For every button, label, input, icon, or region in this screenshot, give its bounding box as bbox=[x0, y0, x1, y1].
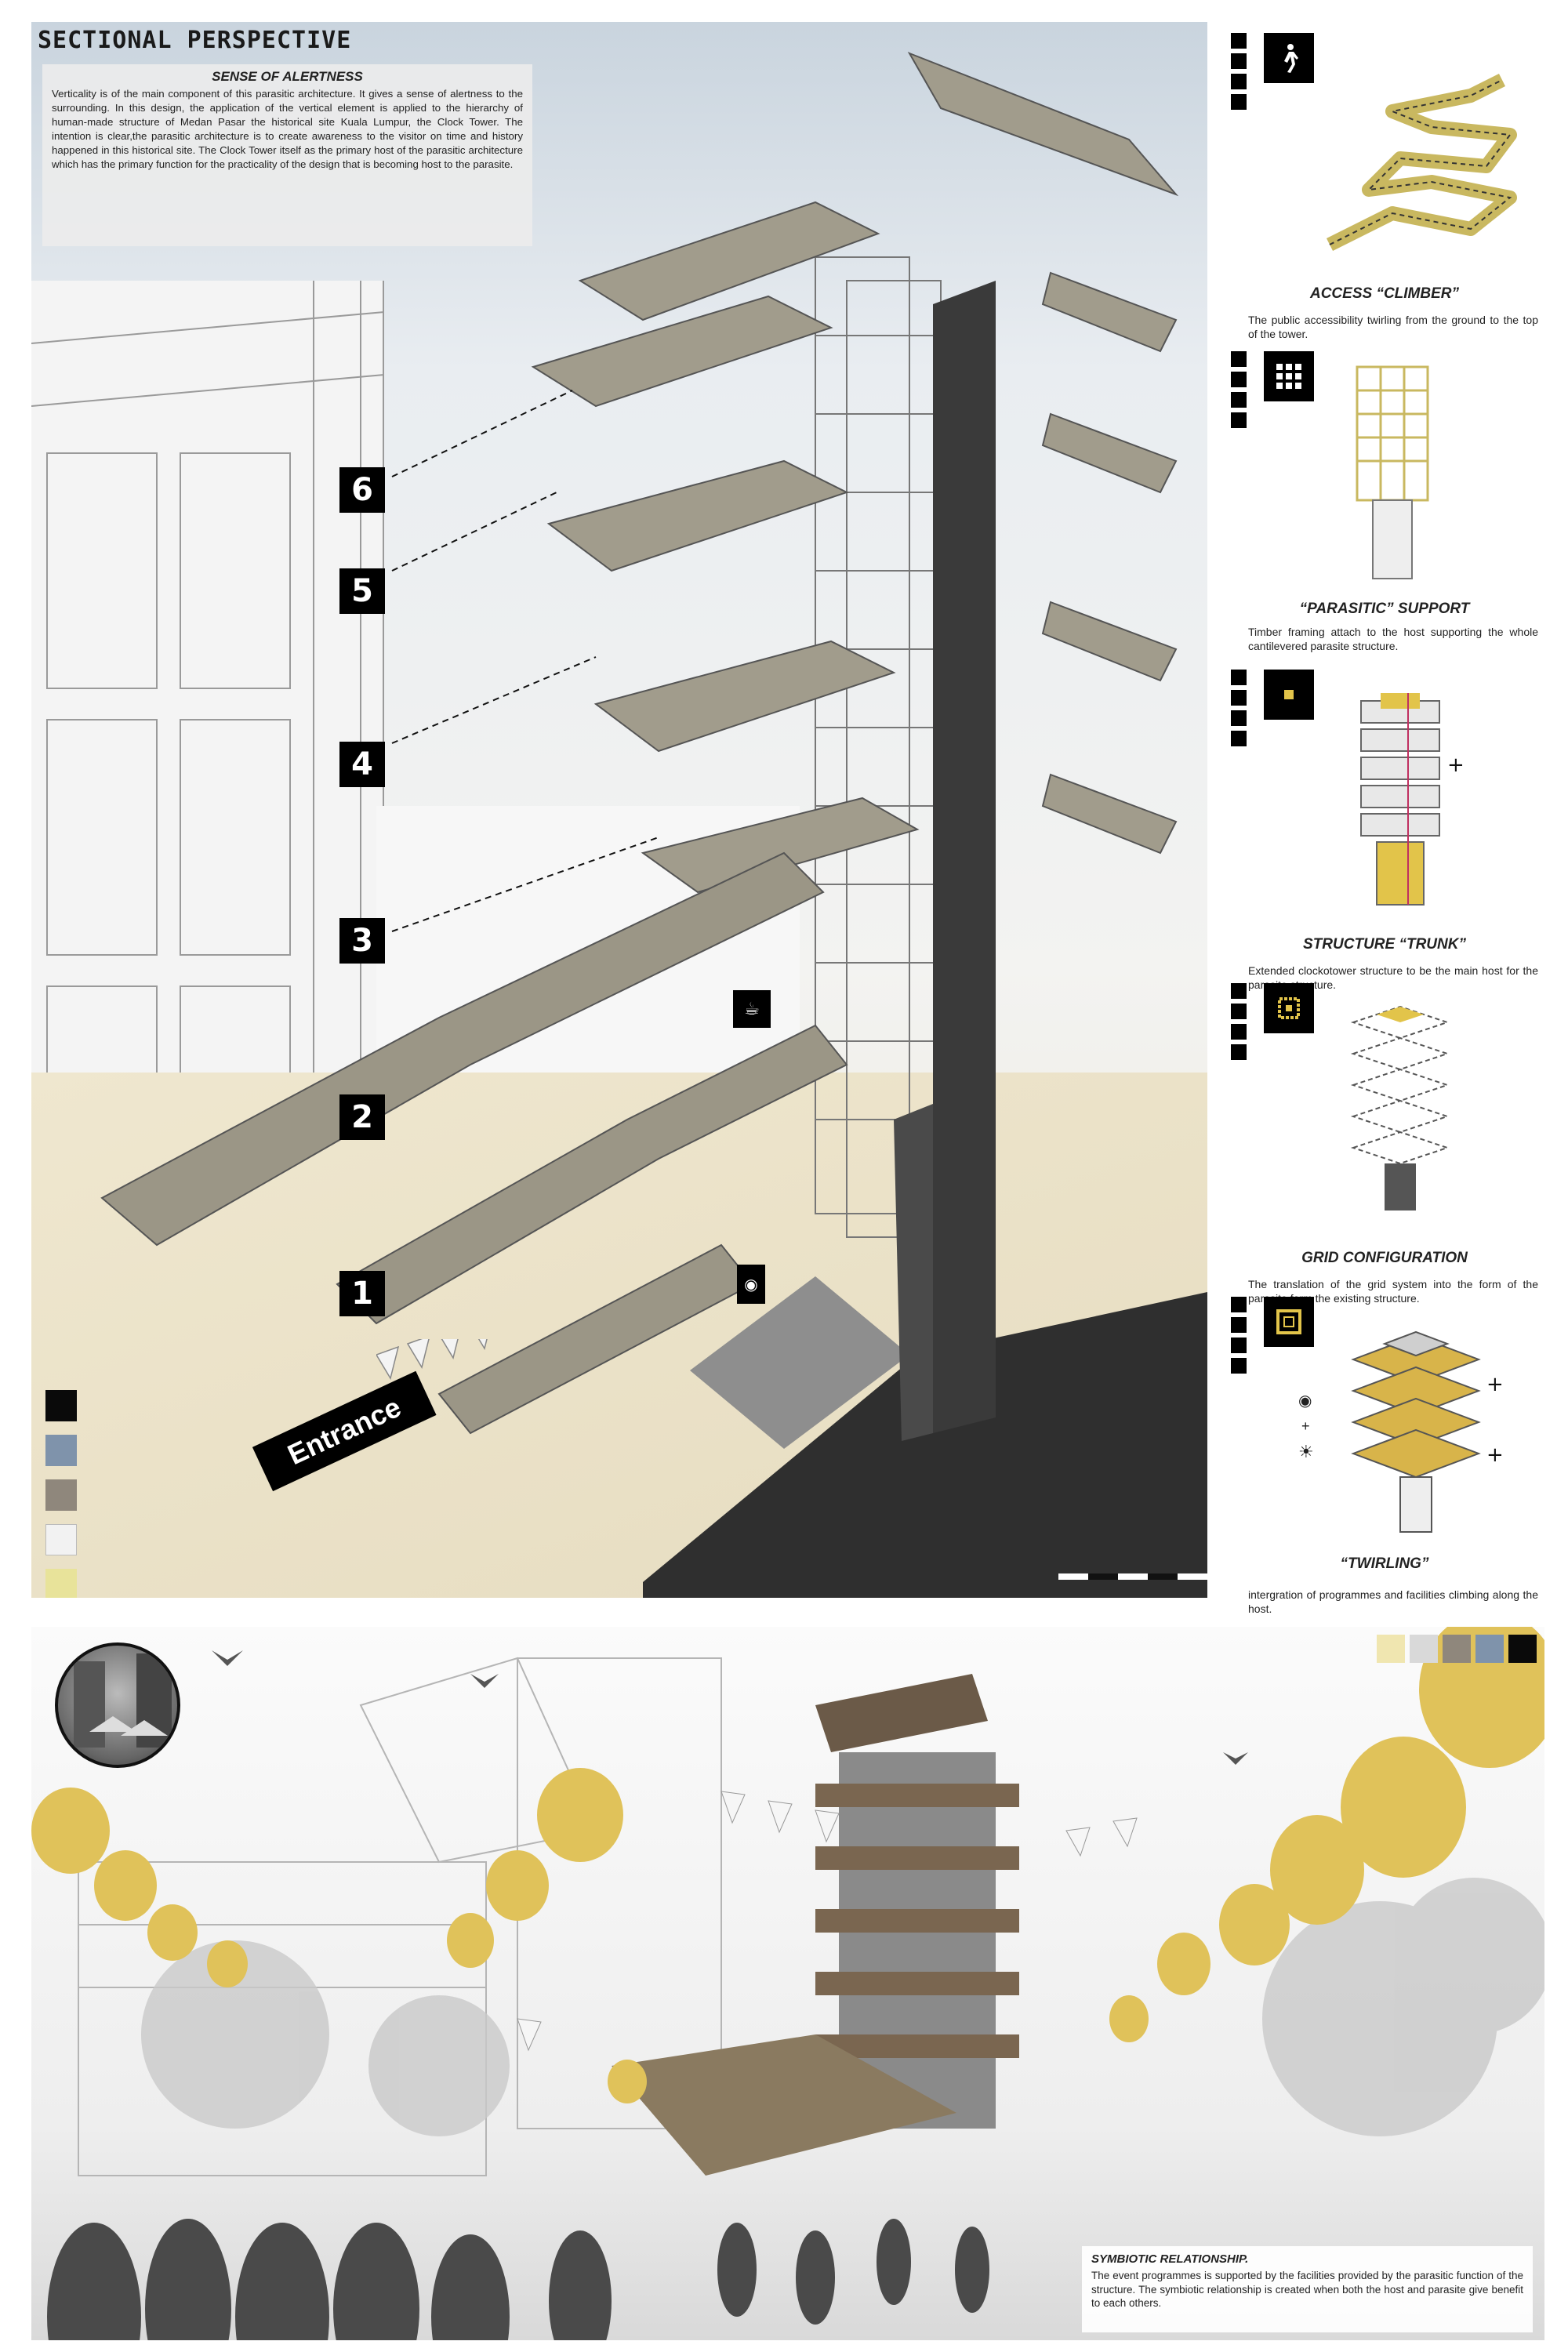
scale-bar bbox=[1058, 1573, 1207, 1580]
swatch-blue bbox=[45, 1435, 77, 1466]
marker-bars bbox=[1231, 33, 1247, 114]
intro-heading: SENSE OF ALERTNESS bbox=[212, 69, 363, 84]
timber-lattice-frame bbox=[815, 256, 942, 1238]
svg-text:+: + bbox=[1486, 1373, 1504, 1396]
bunting-flags bbox=[517, 1791, 1138, 2052]
swatch-black bbox=[45, 1390, 77, 1421]
concept-title: “TWIRLING” bbox=[1340, 1555, 1429, 1572]
stair-ramp-render bbox=[612, 2034, 956, 2176]
sectional-perspective-panel: SECTIONAL PERSPECTIVE SENSE OF ALERTNESS… bbox=[31, 22, 1207, 1598]
swatch-gray bbox=[1410, 1635, 1438, 1663]
svg-text:+: + bbox=[1486, 1443, 1504, 1467]
tower-cast-shadow bbox=[643, 1292, 1207, 1598]
coffee-cup-icon: ☕ bbox=[733, 990, 771, 1028]
walking-person-icon bbox=[1264, 33, 1314, 83]
bottom-color-swatches bbox=[1377, 1635, 1537, 1663]
concept-description: intergration of programmes and facilitie… bbox=[1248, 1588, 1538, 1615]
access-ramp-diagram bbox=[1326, 73, 1517, 252]
plaza-shadow bbox=[690, 1276, 909, 1449]
concept-description: The public accessibility twirling from t… bbox=[1248, 314, 1538, 340]
festival-render-panel: SYMBIOTIC RELATIONSHIP. The event progra… bbox=[31, 1627, 1544, 2340]
site-photo-inset bbox=[55, 1642, 180, 1768]
upper-ramp-roof bbox=[100, 851, 825, 1247]
plus-icon: + bbox=[1301, 1418, 1310, 1434]
frame-square-icon bbox=[1264, 1297, 1314, 1347]
speaker-icon: ◉ bbox=[737, 1265, 765, 1304]
festival-scene bbox=[31, 1627, 1544, 2340]
grid-dots-icon bbox=[1264, 351, 1314, 401]
swatch-cream bbox=[1377, 1635, 1405, 1663]
center-square-icon bbox=[1264, 670, 1314, 720]
caption-body: The event programmes is supported by the… bbox=[1091, 2270, 1523, 2310]
concept-sidebar: ACCESS “CLIMBER” The public accessibilit… bbox=[1220, 22, 1549, 1615]
swatch-taupe bbox=[45, 1479, 77, 1511]
level-leader-lines bbox=[391, 390, 659, 932]
level-badge-1: 1 bbox=[339, 1271, 385, 1316]
marker-bars bbox=[1231, 351, 1247, 433]
bunting-flags bbox=[376, 1339, 488, 1380]
clock-tower-trunk bbox=[933, 281, 996, 1433]
roof-pods bbox=[531, 52, 1179, 894]
level-badge-5: 5 bbox=[339, 568, 385, 614]
lower-ramp-roof bbox=[336, 1024, 848, 1325]
parasite-structure-drawing bbox=[100, 52, 1207, 1598]
birds bbox=[212, 1650, 1248, 1765]
level-badge-4: 4 bbox=[339, 742, 385, 787]
concept-title: STRUCTURE “TRUNK” bbox=[1303, 936, 1466, 953]
swatch-black bbox=[1508, 1635, 1537, 1663]
trees bbox=[141, 1878, 1544, 2136]
swatch-taupe bbox=[1443, 1635, 1471, 1663]
level-badge-6: 6 bbox=[339, 467, 385, 513]
spotlight-icon: ☀ bbox=[1298, 1442, 1314, 1461]
trunk-diagram: + bbox=[1360, 693, 1465, 906]
concept-title: “PARASITIC” SUPPORT bbox=[1299, 601, 1470, 617]
marker-bars bbox=[1231, 670, 1247, 751]
symbiotic-caption: SYMBIOTIC RELATIONSHIP. The event progra… bbox=[1082, 2246, 1533, 2332]
swatch-yellow bbox=[45, 1569, 77, 1598]
twirling-diagram: + + bbox=[1351, 1330, 1504, 1533]
concept-title: ACCESS “CLIMBER” bbox=[1309, 285, 1459, 302]
swatch-blue bbox=[1475, 1635, 1504, 1663]
color-swatches bbox=[45, 1390, 80, 1598]
svg-text:+: + bbox=[1447, 753, 1465, 777]
concept-description: Timber framing attach to the host suppor… bbox=[1248, 626, 1538, 652]
concept-title: GRID CONFIGURATION bbox=[1301, 1250, 1468, 1266]
crowd bbox=[47, 2219, 989, 2340]
swatch-white bbox=[45, 1524, 77, 1555]
level-badge-2: 2 bbox=[339, 1094, 385, 1140]
dotted-square-icon bbox=[1264, 983, 1314, 1033]
timber-frame-diagram bbox=[1356, 365, 1429, 579]
level-badge-3: 3 bbox=[339, 918, 385, 964]
page-title: SECTIONAL PERSPECTIVE bbox=[38, 27, 352, 54]
marker-bars bbox=[1231, 983, 1247, 1065]
speaker-icon: ◉ bbox=[1298, 1392, 1312, 1410]
marker-bars bbox=[1231, 1297, 1247, 1378]
intro-text-box: SENSE OF ALERTNESS Verticality is of the… bbox=[42, 64, 532, 246]
caption-title: SYMBIOTIC RELATIONSHIP. bbox=[1091, 2252, 1249, 2266]
grid-config-diagram bbox=[1350, 1005, 1450, 1210]
intro-body: Verticality is of the main component of … bbox=[52, 88, 523, 170]
